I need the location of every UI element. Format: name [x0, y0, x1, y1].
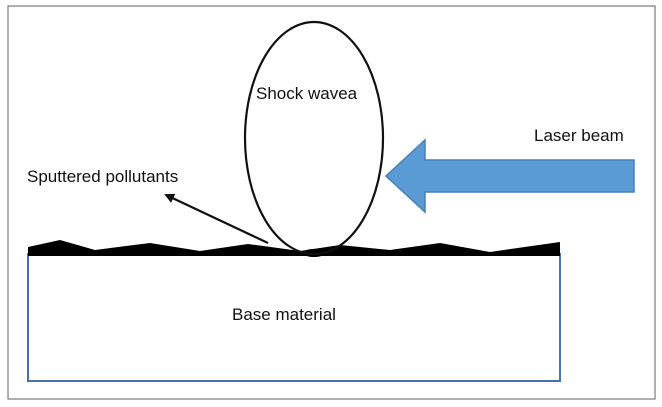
pollutant-layer [28, 240, 560, 256]
laser-beam-arrow [384, 138, 635, 214]
laser-beam-label: Laser beam [534, 126, 624, 145]
base-material-block [27, 253, 561, 382]
sputtered-pollutants-label: Sputtered pollutants [27, 167, 179, 186]
sputter-arrow [164, 193, 269, 244]
shock-wave-label: Shock wavea [256, 84, 358, 103]
base-material-label: Base material [232, 305, 336, 324]
shock-wave-ellipse [243, 20, 385, 256]
